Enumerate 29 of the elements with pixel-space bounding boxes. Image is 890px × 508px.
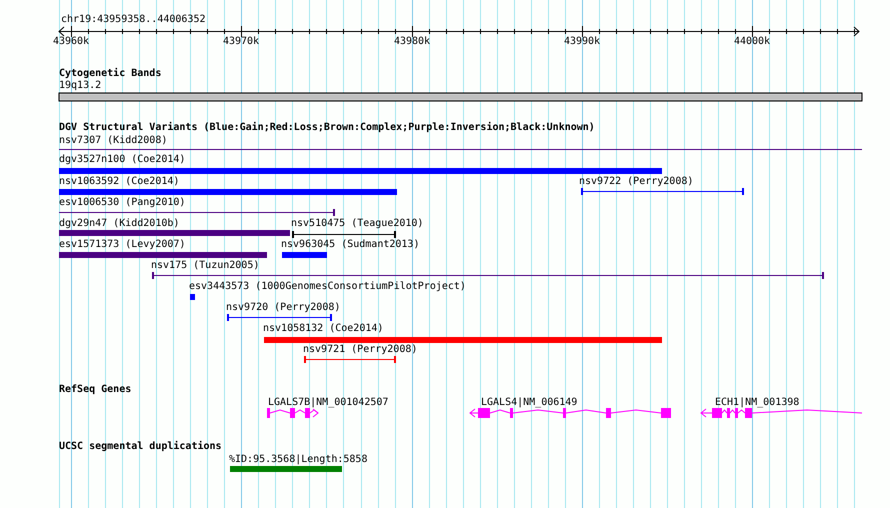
variant-label: nsv7307 (Kidd2008)	[59, 135, 168, 146]
track-title: Cytogenetic Bands	[59, 68, 162, 79]
variant-label: dgv29n47 (Kidd2010b)	[59, 218, 180, 229]
coordinate-range: chr19:43959358..44006352	[61, 14, 206, 25]
tick-label: 43990k	[564, 36, 600, 47]
variant-label: nsv9721 (Perry2008)	[303, 344, 418, 355]
variant-label: dgv3527n100 (Coe2014)	[59, 154, 186, 165]
variant-label: esv1571373 (Levy2007)	[59, 239, 186, 250]
variant-label: nsv510475 (Teague2010)	[291, 218, 424, 229]
tick-label: 44000k	[734, 36, 770, 47]
track-title: DGV Structural Variants (Blue:Gain;Red:Loss;Brown:Complex;Purple:Inversion;Black:Unknown)	[59, 122, 595, 133]
gene-label: LGALS7B|NM_001042507	[268, 397, 388, 408]
tick-label: 43960k	[52, 36, 90, 47]
variant-label: esv1006530 (Pang2010)	[59, 197, 186, 208]
variant-label: nsv1058132 (Coe2014)	[263, 323, 384, 334]
gene-label: ECH1|NM_001398	[715, 397, 800, 408]
variant-label: nsv1063592 (Coe2014)	[59, 176, 180, 187]
variant-label: nsv9720 (Perry2008)	[226, 302, 340, 313]
duplication-label: %ID:95.3568|Length:5858	[229, 454, 368, 465]
gene-label: LGALS4|NM_006149	[481, 397, 578, 408]
track-title: RefSeq Genes	[59, 384, 132, 395]
variant-label: nsv9722 (Perry2008)	[579, 176, 694, 187]
band-label: 19q13.2	[59, 80, 102, 91]
variant-label: nsv963045 (Sudmant2013)	[281, 239, 420, 250]
variant-label: nsv175 (Tuzun2005)	[151, 260, 260, 271]
tick-label: 43980k	[394, 36, 430, 47]
tick-label: 43970k	[222, 36, 260, 47]
variant-label: esv3443573 (1000GenomesConsortiumPilotProject)	[189, 281, 466, 292]
track-title: UCSC segmental duplications	[59, 441, 222, 452]
